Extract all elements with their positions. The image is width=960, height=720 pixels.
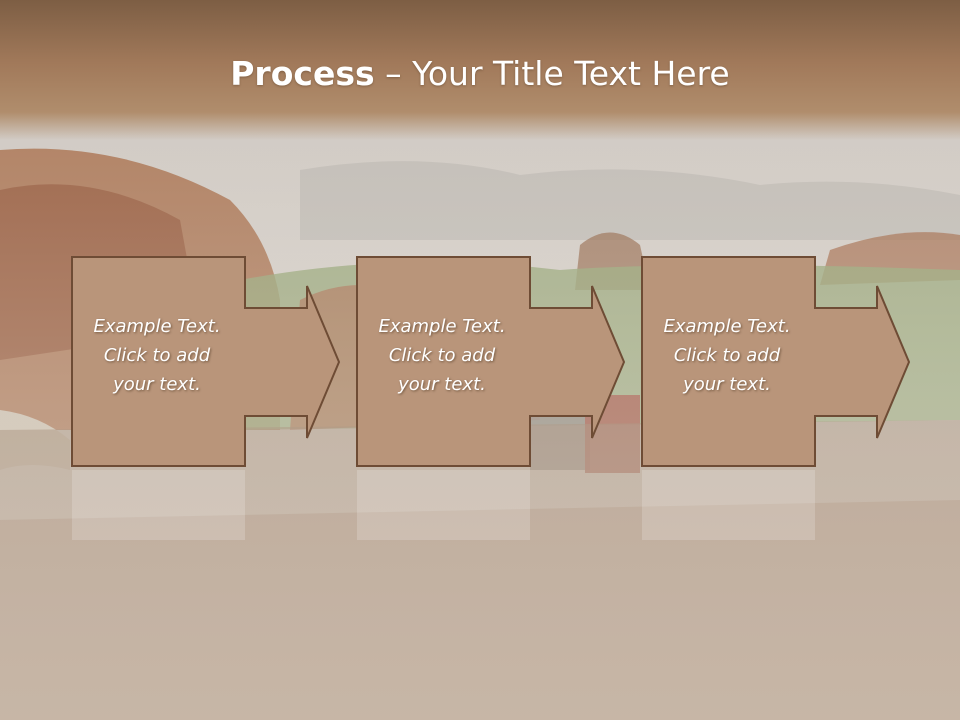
title-band — [0, 0, 960, 140]
step-arrow-shape — [356, 256, 626, 467]
step-text[interactable]: Example Text. Click to add your text. — [378, 316, 506, 395]
step-text[interactable]: Example Text. Click to add your text. — [93, 316, 221, 395]
title-rest: Your Title Text Here — [412, 54, 730, 93]
step-text[interactable]: Example Text. Click to add your text. — [663, 316, 791, 395]
slide-title[interactable]: Process – Your Title Text Here — [0, 52, 960, 96]
step-3-reflection — [642, 470, 815, 540]
step-arrow-shape — [71, 256, 341, 467]
step-2-reflection — [357, 470, 530, 540]
process-step-3[interactable]: Example Text. Click to add your text. — [641, 256, 921, 468]
title-bold: Process — [230, 54, 375, 93]
process-step-1[interactable]: Example Text. Click to add your text. — [71, 256, 351, 468]
step-1-reflection — [72, 470, 245, 540]
title-dash: – — [374, 54, 413, 93]
step-arrow-shape — [641, 256, 911, 467]
process-step-2[interactable]: Example Text. Click to add your text. — [356, 256, 636, 468]
